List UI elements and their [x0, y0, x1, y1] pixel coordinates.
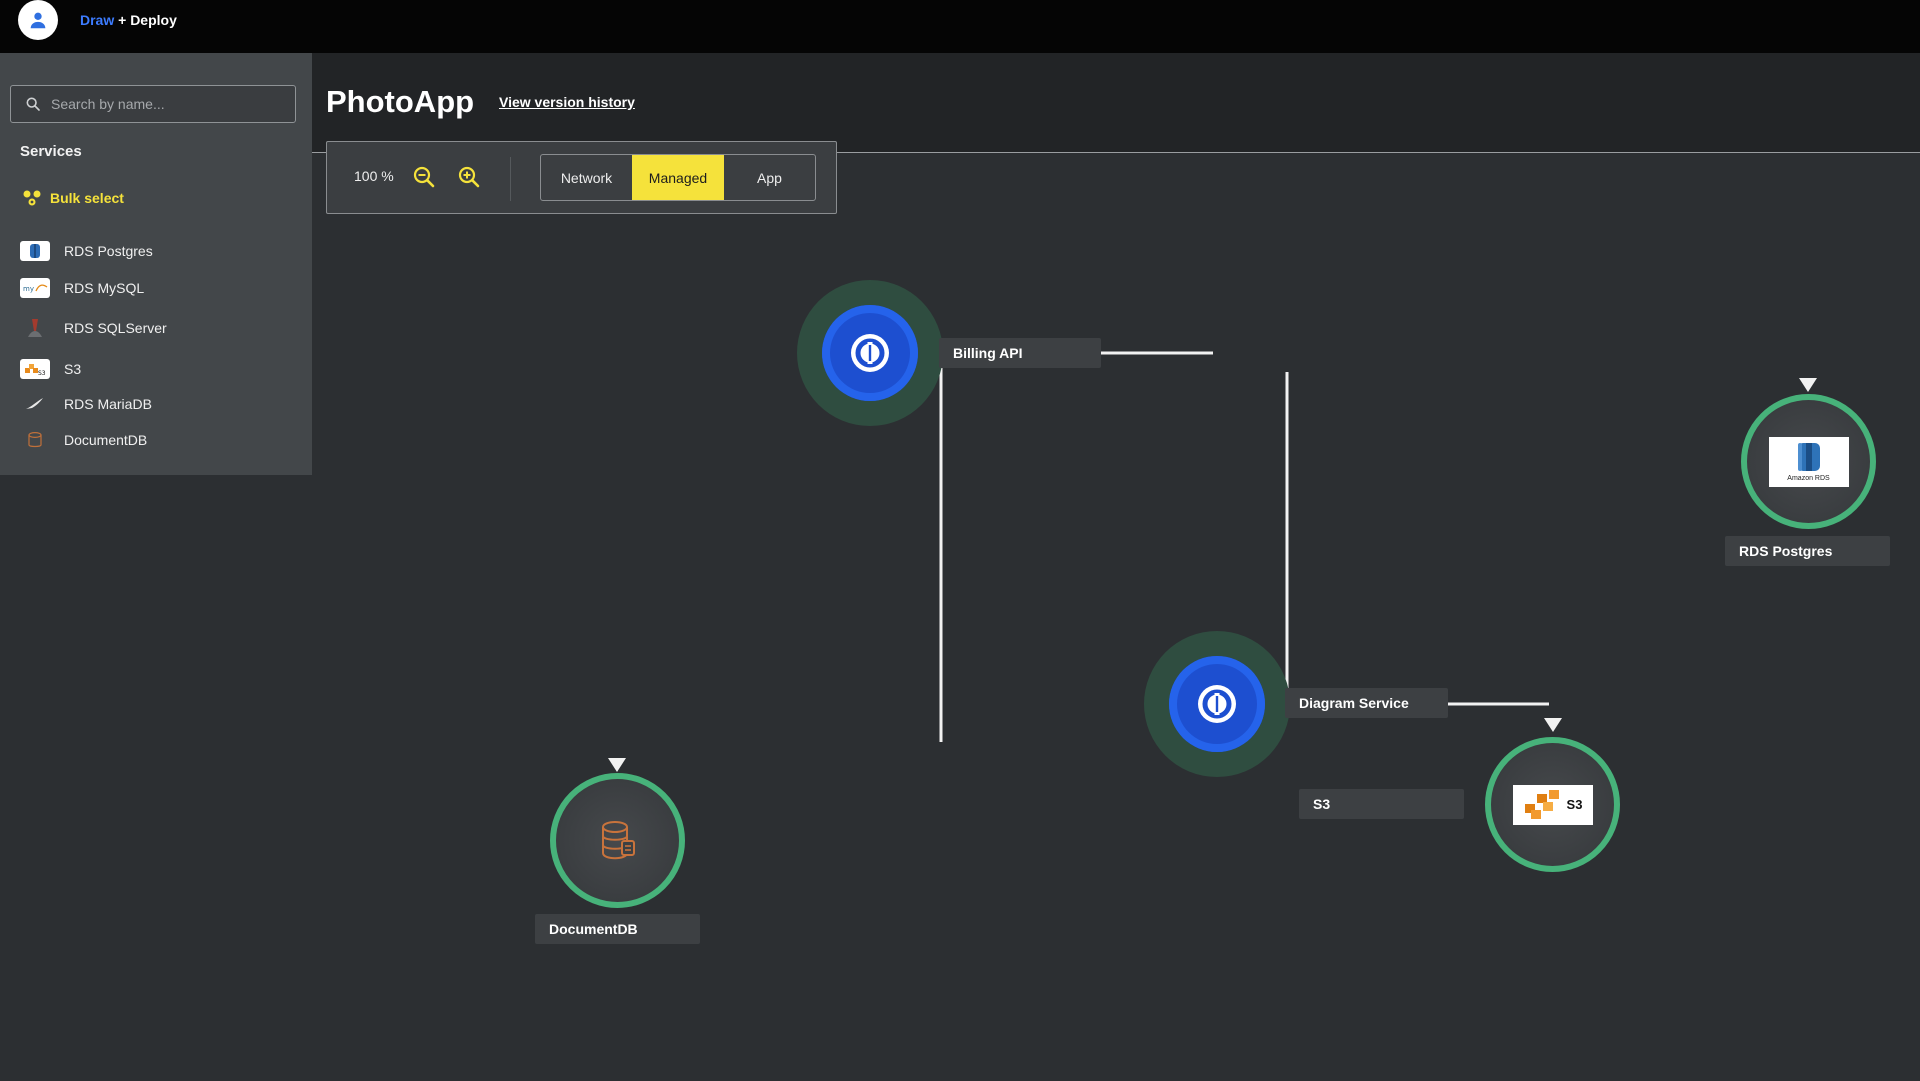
sidebar-item-label: RDS Postgres — [64, 243, 153, 259]
search-box — [10, 85, 296, 123]
service-icon — [1198, 685, 1236, 723]
amazon-rds-logo: Amazon RDS — [1768, 436, 1849, 487]
rds-sqlserver-icon — [20, 318, 50, 338]
brand-draw: Draw — [80, 12, 115, 28]
sidebar-item-label: RDS SQLServer — [64, 320, 167, 336]
bulk-select-label: Bulk select — [50, 190, 124, 206]
rds-postgres-label: RDS Postgres — [1725, 536, 1890, 566]
node-billing-api[interactable] — [797, 280, 943, 426]
amazon-s3-logo: S3 — [1512, 784, 1593, 825]
arrowhead-documentdb — [608, 758, 626, 772]
search-input[interactable] — [51, 96, 281, 112]
sidebar-item-s3[interactable]: S3 S3 — [20, 359, 81, 379]
zoom-out-button[interactable] — [412, 165, 436, 194]
s3-icon: S3 — [20, 359, 50, 379]
sidebar-item-rds-sqlserver[interactable]: RDS SQLServer — [20, 318, 167, 338]
search-icon — [26, 97, 40, 111]
sidebar-item-label: S3 — [64, 361, 82, 377]
rds-database-icon — [1797, 443, 1820, 471]
svg-text:my: my — [23, 285, 34, 293]
diagram-service-label: Diagram Service — [1285, 688, 1448, 718]
s3-buckets-icon — [1524, 789, 1559, 819]
view-toggle-app[interactable]: App — [757, 169, 782, 186]
sidebar-item-documentdb[interactable]: DocumentDB — [20, 430, 147, 450]
amazon-rds-logo-text: Amazon RDS — [1787, 475, 1830, 482]
arrowhead-s3 — [1544, 718, 1562, 732]
sidebar-item-rds-mariadb[interactable]: RDS MariaDB — [20, 394, 152, 414]
s3-logo-text: S3 — [1566, 797, 1583, 812]
service-icon — [851, 334, 889, 372]
page-title: PhotoApp — [326, 84, 475, 119]
bulk-select-button[interactable]: Bulk select — [22, 189, 124, 207]
view-toggle-network[interactable]: Network — [560, 169, 613, 186]
toolbar-divider — [510, 157, 511, 201]
node-rds-postgres[interactable]: Amazon RDS — [1741, 394, 1876, 529]
documentdb-label: DocumentDB — [535, 914, 700, 944]
rds-mariadb-icon — [20, 394, 50, 414]
user-icon — [30, 12, 46, 29]
services-sidebar: Services Bulk select RDS Postgres my RDS… — [0, 53, 312, 475]
diagram-service-core — [1169, 656, 1265, 752]
zoom-in-button[interactable] — [457, 165, 481, 194]
top-bar: Draw + Deploy — [0, 0, 1920, 53]
rds-postgres-icon — [20, 241, 50, 261]
svg-text:S3: S3 — [38, 370, 46, 376]
view-toggle-group: Network Managed App — [540, 154, 816, 201]
billing-api-label: Billing API — [939, 338, 1101, 368]
rds-mysql-icon: my — [20, 278, 50, 298]
page-header — [312, 53, 1920, 153]
billing-api-core — [822, 305, 918, 401]
sidebar-item-rds-mysql[interactable]: my RDS MySQL — [20, 278, 144, 298]
node-documentdb[interactable] — [550, 773, 685, 908]
sidebar-item-label: DocumentDB — [64, 432, 148, 448]
s3-label: S3 — [1299, 789, 1464, 819]
sidebar-item-rds-postgres[interactable]: RDS Postgres — [20, 241, 153, 261]
brand-logo[interactable]: Draw + Deploy — [80, 12, 177, 28]
sidebar-item-label: RDS MySQL — [64, 280, 145, 296]
services-title: Services — [20, 143, 82, 160]
user-avatar[interactable] — [18, 0, 58, 40]
brand-deploy: + Deploy — [118, 12, 177, 28]
documentdb-icon — [601, 820, 635, 859]
sidebar-item-label: RDS MariaDB — [64, 396, 152, 412]
arrowhead-postgres — [1799, 378, 1817, 392]
documentdb-icon — [20, 430, 50, 450]
zoom-out-icon — [413, 166, 435, 188]
zoom-in-icon — [458, 166, 480, 188]
canvas-toolbar: 100 % Network Managed App — [326, 141, 837, 214]
zoom-level: 100 % — [354, 168, 394, 184]
bulk-select-icon — [23, 190, 41, 206]
node-s3[interactable]: S3 — [1485, 737, 1620, 872]
view-toggle-managed[interactable]: Managed — [632, 155, 724, 200]
node-diagram-service[interactable] — [1144, 631, 1290, 777]
view-version-history-link[interactable]: View version history — [499, 94, 635, 110]
